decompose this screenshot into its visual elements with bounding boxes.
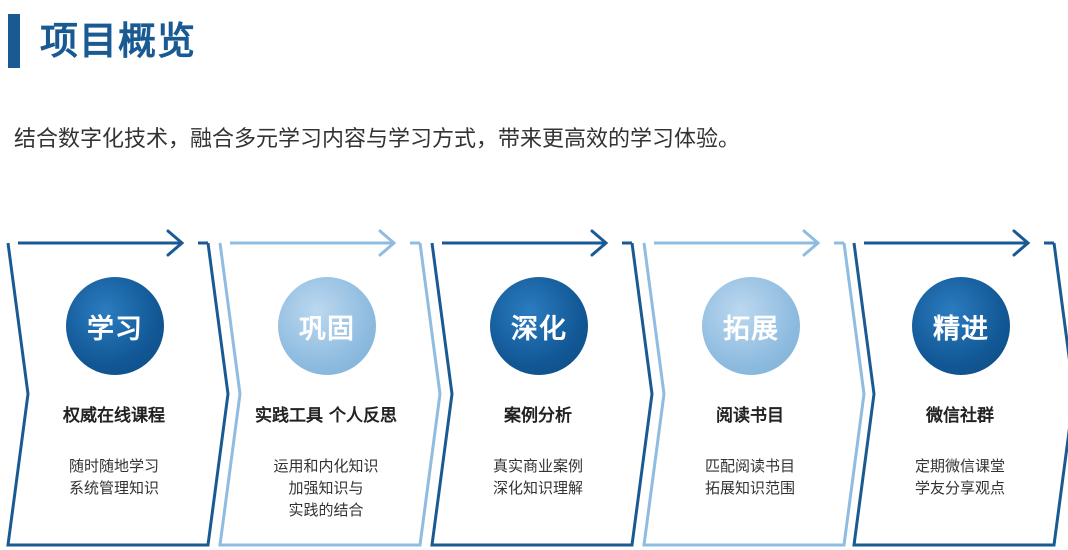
chevron-outline (6, 242, 230, 547)
step-circle-3: 深化 (490, 277, 588, 375)
step-desc-1: 随时随地学习 系统管理知识 (8, 455, 220, 499)
step-circle-4: 拓展 (702, 277, 800, 375)
step-title-5: 微信社群 (926, 406, 994, 426)
chevron-outline (218, 242, 442, 547)
step-title-2: 实践工具 个人反思 (255, 406, 397, 426)
step-title-4: 阅读书目 (716, 406, 784, 426)
arrow-right-icon (1012, 229, 1031, 257)
step-circle-1: 学习 (66, 277, 164, 375)
step-title-1: 权威在线课程 (63, 406, 165, 426)
step-desc-line: 真实商业案例 (492, 457, 583, 475)
step-title-3: 案例分析 (504, 406, 572, 426)
step-desc-line: 深化知识理解 (492, 479, 583, 497)
step-desc-line: 随时随地学习 (68, 457, 159, 475)
arrow-right-icon (590, 229, 609, 257)
step-desc-line: 系统管理知识 (68, 479, 159, 497)
page-title: 项目概览 (40, 19, 197, 63)
arrow-right-icon (166, 229, 185, 257)
step-desc-2: 运用和内化知识 加强知识与 实践的结合 (220, 455, 432, 521)
page-subtitle: 结合数字化技术，融合多元学习内容与学习方式，带来更高效的学习体验。 (14, 127, 741, 152)
arrow-right-icon (802, 229, 821, 257)
step-circle-5: 精进 (912, 277, 1010, 375)
step-desc-4: 匹配阅读书目 拓展知识范围 (644, 455, 856, 499)
title-accent-bar (8, 14, 20, 68)
step-desc-line: 运用和内化知识 (273, 457, 379, 475)
step-desc-3: 真实商业案例 深化知识理解 (432, 455, 644, 499)
step-circle-2: 巩固 (278, 277, 376, 375)
chevron-outline (430, 242, 654, 547)
step-card-2: 巩固 实践工具 个人反思 运用和内化知识 加强知识与 实践的结合 (220, 225, 432, 550)
chevron-outline (642, 242, 866, 547)
step-card-3: 深化 案例分析 真实商业案例 深化知识理解 (432, 225, 644, 550)
step-desc-line: 定期微信课堂 (914, 457, 1005, 475)
step-desc-5: 定期微信课堂 学友分享观点 (854, 455, 1066, 499)
step-card-5: 精进 微信社群 定期微信课堂 学友分享观点 (854, 225, 1066, 550)
step-desc-line: 实践的结合 (288, 501, 364, 519)
step-card-4: 拓展 阅读书目 匹配阅读书目 拓展知识范围 (644, 225, 856, 550)
step-desc-line: 加强知识与 (288, 479, 364, 497)
step-desc-line: 拓展知识范围 (704, 479, 795, 497)
step-desc-line: 匹配阅读书目 (704, 457, 795, 475)
step-card-1: 学习 权威在线课程 随时随地学习 系统管理知识 (8, 225, 220, 550)
arrow-right-icon (378, 229, 397, 257)
step-desc-line: 学友分享观点 (914, 479, 1005, 497)
chevron-outline (852, 242, 1068, 547)
